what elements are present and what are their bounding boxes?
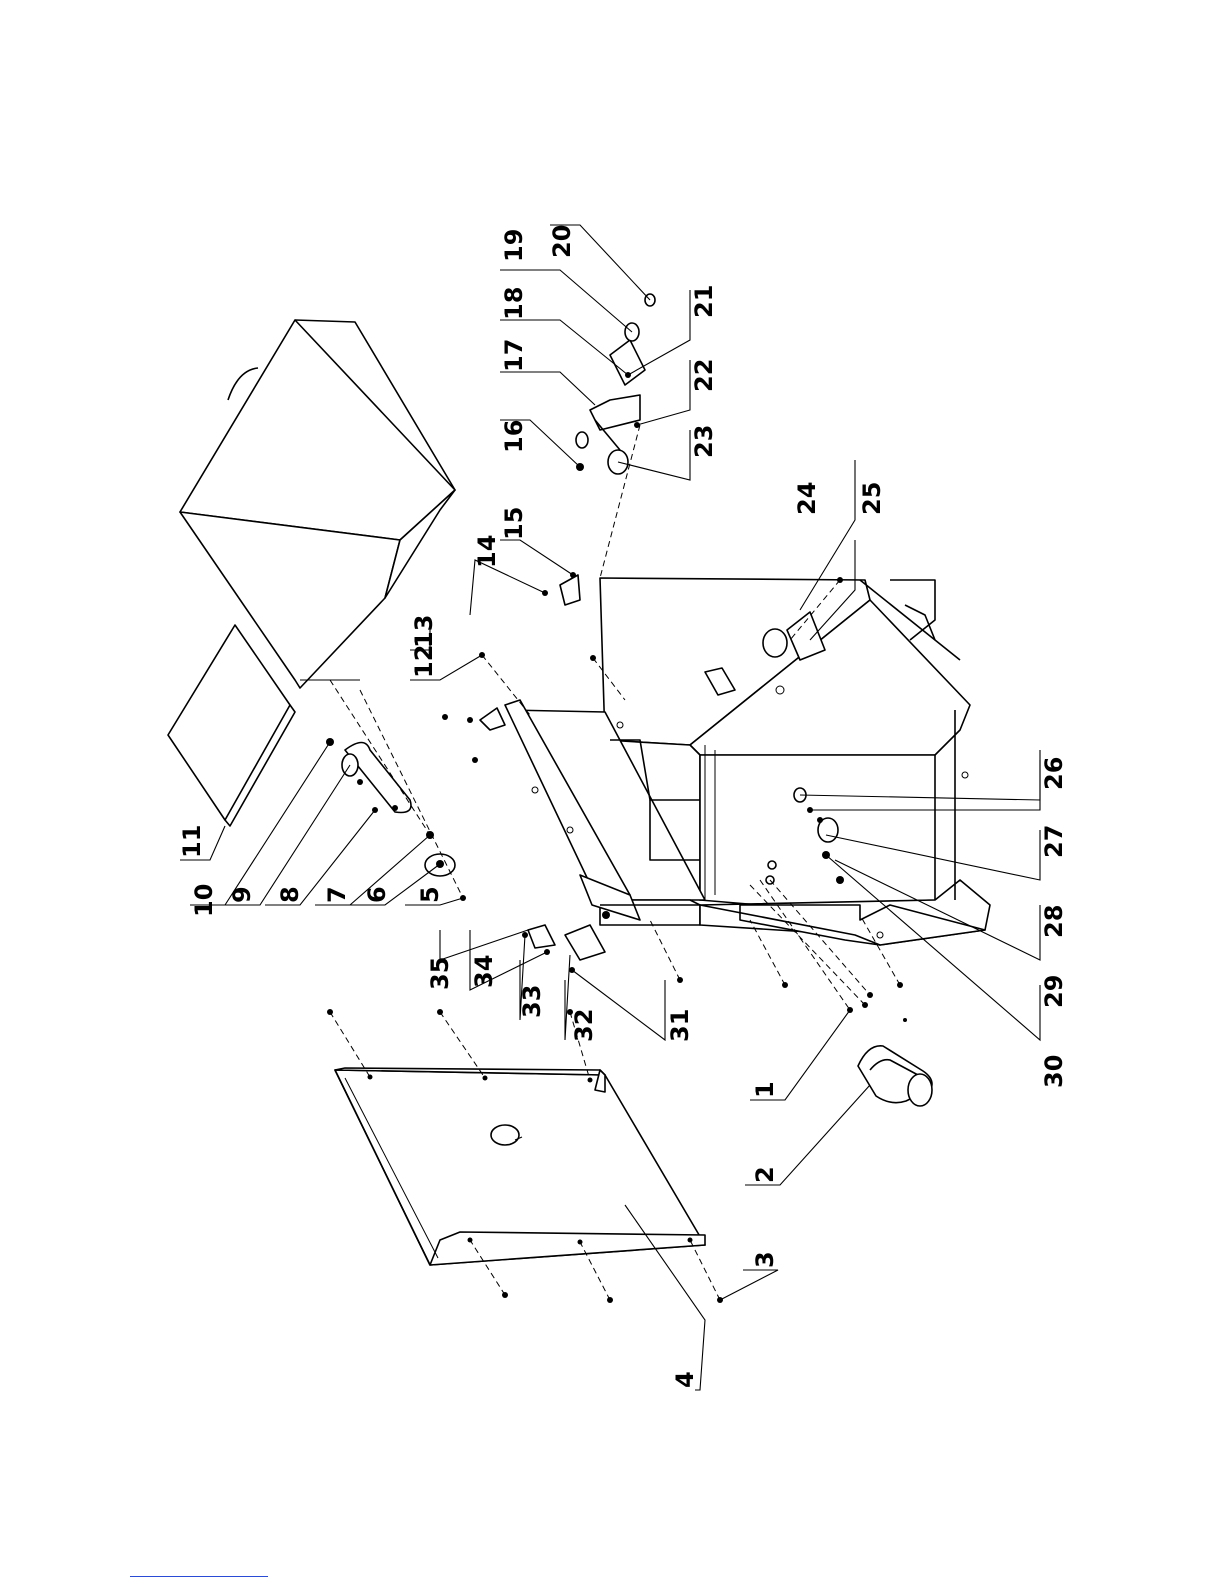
callout-label: 1 <box>751 1081 779 1098</box>
callout-label: 15 <box>500 507 528 540</box>
callout-label: 5 <box>416 886 444 903</box>
callout-label: 29 <box>1040 975 1068 1008</box>
callout-label: 28 <box>1040 905 1068 938</box>
callout-label: 12 <box>410 645 438 678</box>
callout-label: 21 <box>690 285 718 318</box>
callout-label: 32 <box>570 1009 598 1042</box>
callout-label: 13 <box>410 615 438 648</box>
callout-label: 6 <box>363 886 391 903</box>
part-11-top-panel <box>168 625 295 826</box>
main-cabinet-frame <box>505 578 990 945</box>
callout-label: 19 <box>500 229 528 262</box>
callout-label: 2 <box>751 1166 779 1183</box>
callout-label: 8 <box>276 886 304 903</box>
callout-label: 35 <box>426 957 454 990</box>
footer-link-underline[interactable] <box>130 1576 268 1577</box>
callout-label: 22 <box>690 359 718 392</box>
callout-label: 10 <box>190 884 218 917</box>
part-2-funnel <box>858 1046 932 1106</box>
callout-label: 20 <box>548 225 576 258</box>
callout-label: 11 <box>178 825 206 858</box>
callout-label: 24 <box>793 482 821 515</box>
callout-label: 31 <box>666 1009 694 1042</box>
callout-label: 25 <box>858 482 886 515</box>
callout-label: 3 <box>751 1251 779 1268</box>
callout-label: 9 <box>228 886 256 903</box>
callout-label: 30 <box>1040 1055 1068 1088</box>
callout-label: 16 <box>500 420 528 453</box>
callout-label: 26 <box>1040 757 1068 790</box>
callout-label: 7 <box>323 886 351 903</box>
callout-label: 33 <box>518 985 546 1018</box>
callout-label: 23 <box>690 425 718 458</box>
callout-label: 17 <box>500 339 528 372</box>
callout-label: 27 <box>1040 825 1068 858</box>
callout-label: 18 <box>500 287 528 320</box>
callout-label: 14 <box>473 535 501 568</box>
callout-label: 34 <box>470 955 498 988</box>
part-4-side-door <box>335 1068 705 1265</box>
callout-label: 4 <box>671 1371 699 1388</box>
